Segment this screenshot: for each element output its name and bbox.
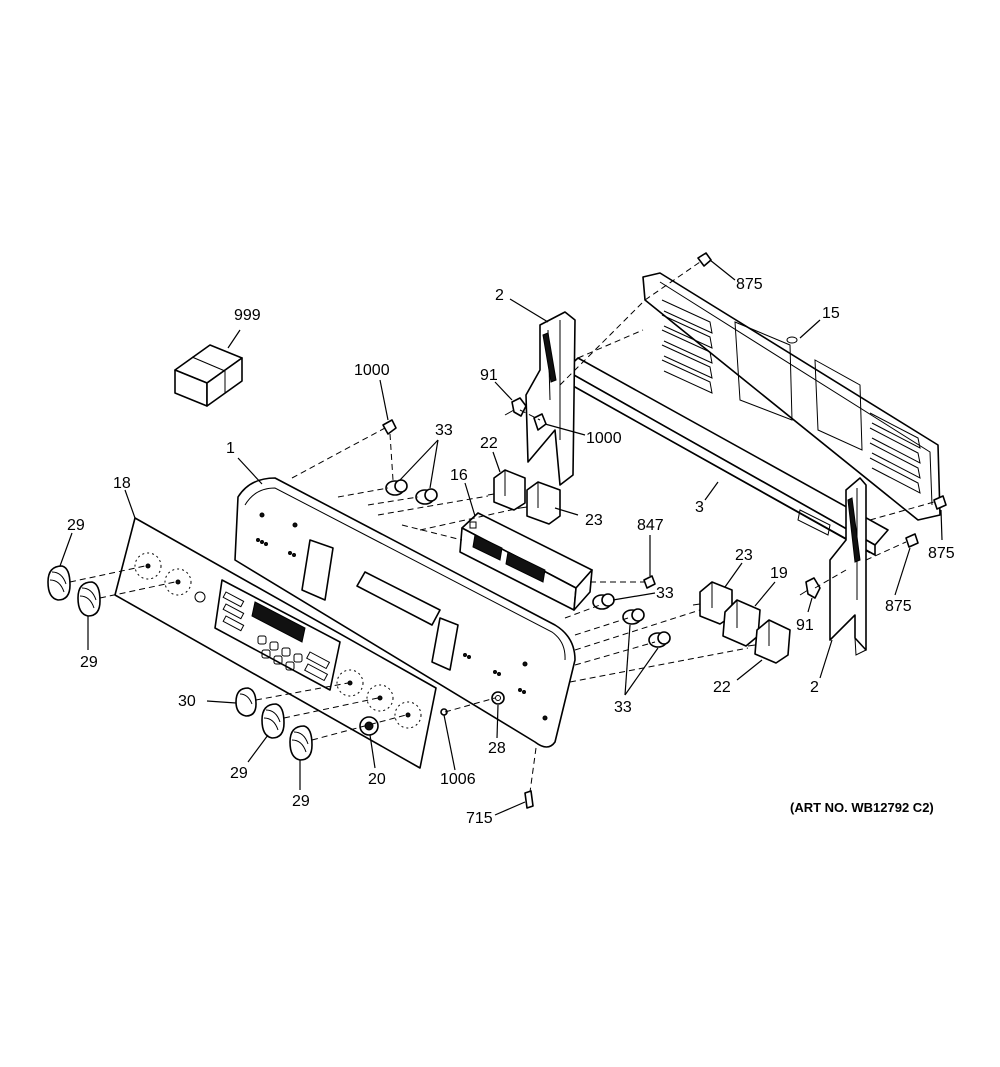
control-board-part-16 <box>459 512 593 611</box>
box-part-999 <box>174 344 243 407</box>
knob-part-29-b <box>77 581 101 617</box>
switch-part-22-right <box>747 619 791 664</box>
callout-22-right: 22 <box>713 679 731 696</box>
knob-part-29-c <box>261 703 285 739</box>
callouts: 999 1000 1 18 29 29 30 29 29 20 1006 28 … <box>67 276 955 827</box>
side-bracket-left-part-2 <box>525 311 576 486</box>
callout-19: 19 <box>770 565 788 582</box>
knob-part-29-d <box>289 725 313 761</box>
switch-part-22-top <box>487 469 526 511</box>
knob-part-30 <box>235 687 257 717</box>
adapter-part-33-e <box>648 631 671 648</box>
adapter-part-33-a <box>385 479 408 496</box>
callout-22-top: 22 <box>480 435 498 452</box>
callout-2-bottom: 2 <box>810 679 819 696</box>
callout-1000-left: 1000 <box>354 362 390 379</box>
callout-3: 3 <box>695 499 704 516</box>
callout-91-right: 91 <box>796 617 814 634</box>
clip-part-91-right <box>799 577 821 599</box>
callout-15: 15 <box>822 305 840 322</box>
callout-33-bottom: 33 <box>614 699 632 716</box>
clip-part-91-left <box>504 397 527 417</box>
screw-part-1000-left <box>382 419 397 435</box>
callout-29-b: 29 <box>80 654 98 671</box>
callout-875-lower: 875 <box>885 598 912 615</box>
knob-part-29-a <box>47 565 71 601</box>
callout-1000-right: 1000 <box>586 430 622 447</box>
callout-29-d: 29 <box>292 793 310 810</box>
callout-28: 28 <box>488 740 506 757</box>
assembly-lines <box>69 261 935 793</box>
callout-18: 18 <box>113 475 131 492</box>
rail-part-3 <box>564 357 889 556</box>
callout-16: 16 <box>450 467 468 484</box>
adapter-part-33-d <box>622 608 645 625</box>
callout-23-top: 23 <box>585 512 603 529</box>
callout-715: 715 <box>466 810 493 827</box>
screw-part-875-right-b <box>905 533 919 548</box>
callout-29-a: 29 <box>67 517 85 534</box>
leader-lines <box>59 259 943 816</box>
console-panel-part-1 <box>234 477 576 748</box>
screw-part-847 <box>643 575 656 589</box>
callout-999: 999 <box>234 307 261 324</box>
callout-33-top: 33 <box>435 422 453 439</box>
callout-1006: 1006 <box>440 771 476 788</box>
adapter-part-33-b <box>415 488 438 505</box>
callout-20: 20 <box>368 771 386 788</box>
overlay-panel-part-18 <box>114 517 437 769</box>
switch-part-23-top <box>519 481 561 525</box>
art-number: (ART NO. WB12792 C2) <box>790 800 934 815</box>
screw-part-715 <box>524 790 534 809</box>
callout-2-top: 2 <box>495 287 504 304</box>
callout-875-right: 875 <box>928 545 955 562</box>
nut-part-28 <box>491 691 505 705</box>
callout-23-right: 23 <box>735 547 753 564</box>
callout-29-c: 29 <box>230 765 248 782</box>
callout-1: 1 <box>226 440 235 457</box>
callout-847: 847 <box>637 517 664 534</box>
callout-33-mid: 33 <box>656 585 674 602</box>
screw-part-875-top <box>697 252 712 267</box>
callout-30: 30 <box>178 693 196 710</box>
side-bracket-right-part-2 <box>829 477 867 656</box>
callout-875-top: 875 <box>736 276 763 293</box>
callout-91-left: 91 <box>480 367 498 384</box>
screw-part-875-right-a <box>933 495 947 510</box>
